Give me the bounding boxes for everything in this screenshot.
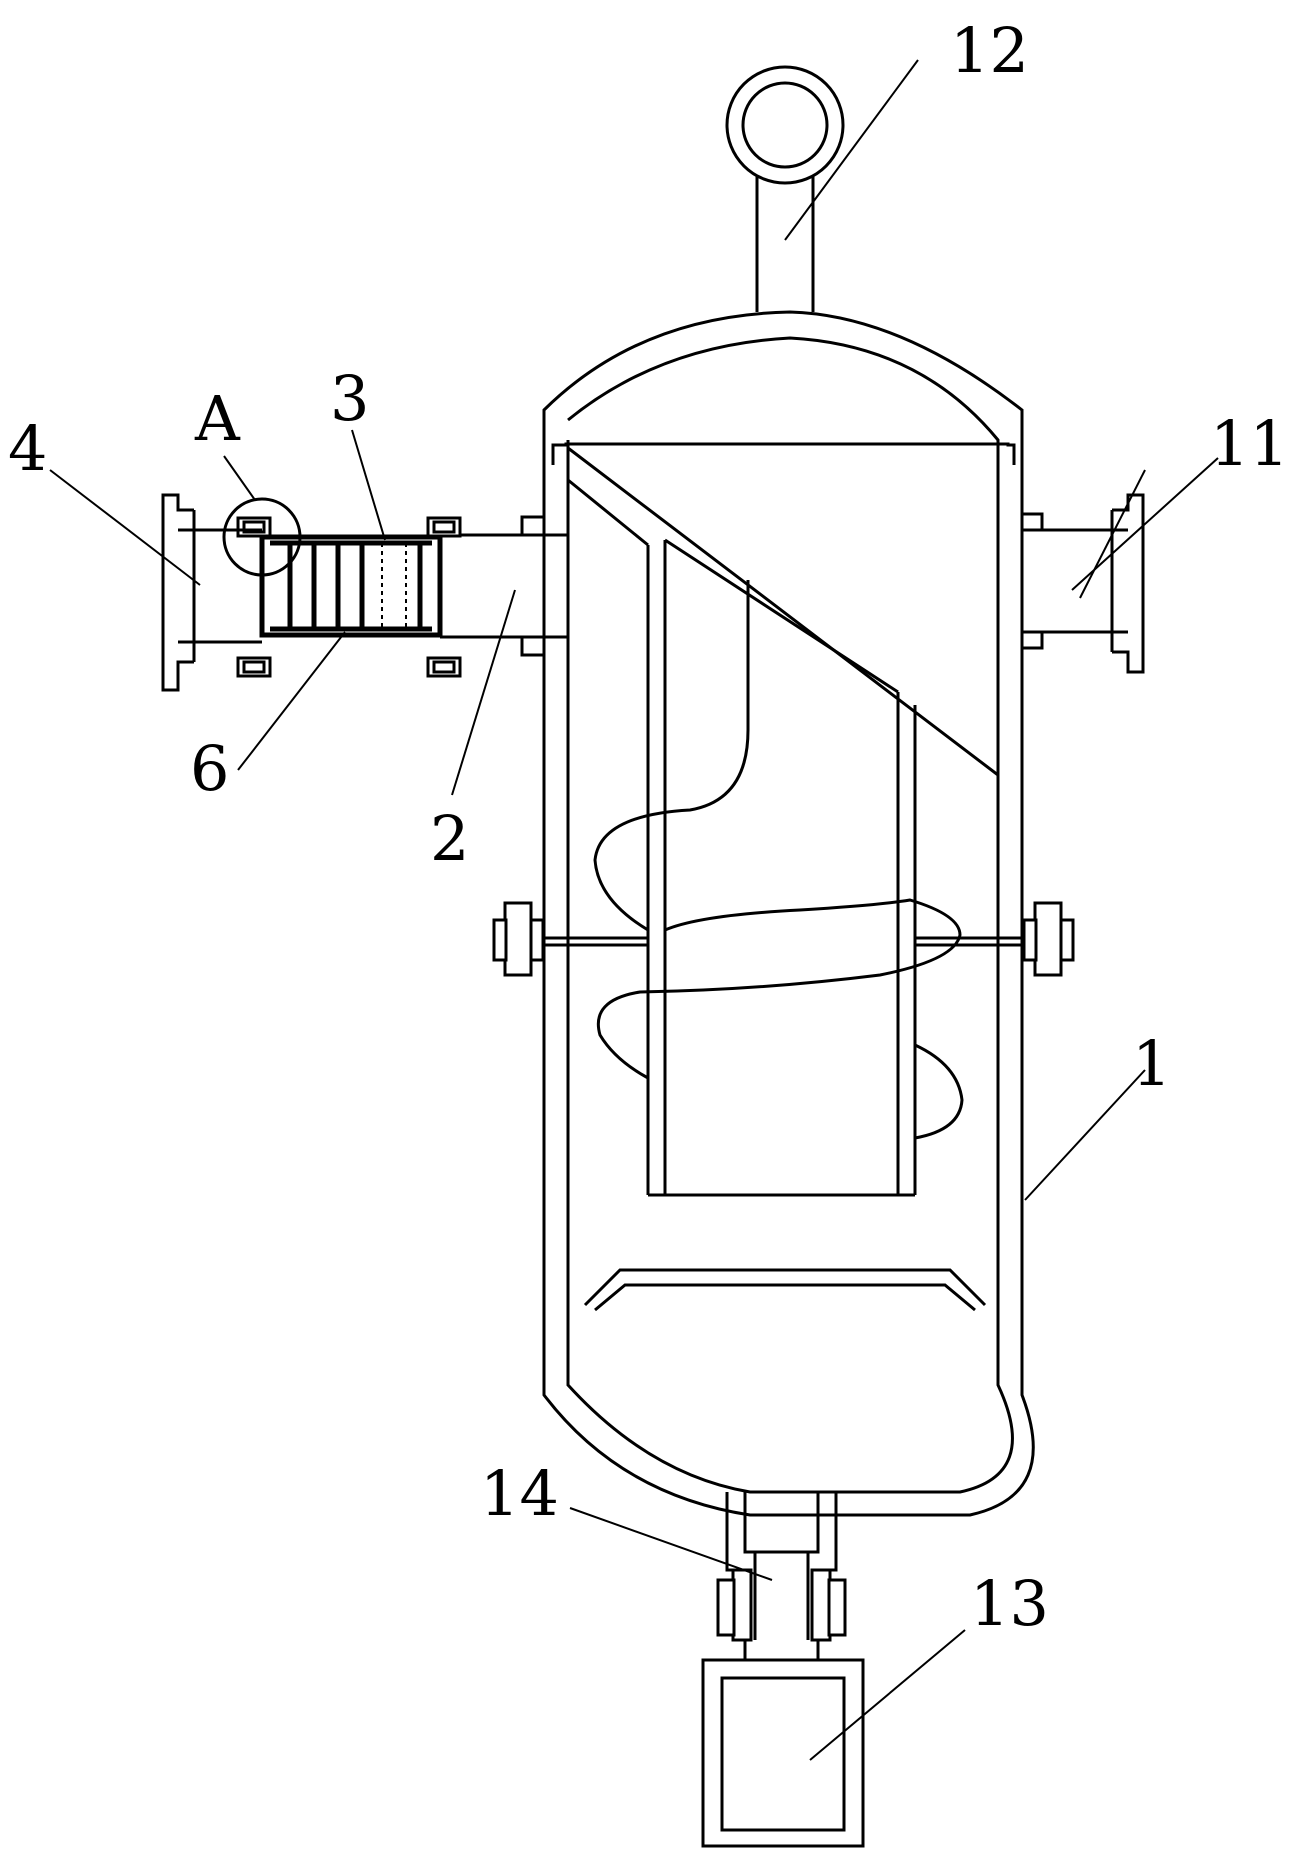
drain-pipe [753,1552,810,1640]
vessel-lid [551,442,1016,465]
inlet-pipe [440,515,570,657]
vessel-outer-shell [542,310,1035,1517]
inner-guide-cylinder [567,446,1000,1197]
outlet-pipe [1020,493,1145,674]
detail-circle-a [222,497,302,577]
drain-neck-outer [725,1492,838,1572]
lifting-ring-stem [755,175,815,312]
leader-1 [1079,469,1146,599]
drain-coupling-right [810,1568,832,1642]
spiral-coil-path [593,580,964,1140]
inlet-pipe-walls [440,533,570,639]
left-guide-wall [646,540,667,1195]
inlet-connector [161,493,262,692]
label-13: 13 [970,1567,1049,1640]
leader-lines [49,59,1219,1761]
leader-12 [784,59,919,241]
bottom-baffle [583,1268,987,1312]
outlet-stud-top [1020,512,1044,532]
leader-14 [569,1507,773,1581]
drain-bolt-left [716,1578,736,1637]
leader-3 [351,429,386,541]
label-a: A [194,382,241,455]
leader-1b [1024,1069,1146,1201]
part-labels: 1 2 3 4 6 11 12 13 14 A [8,14,1289,1640]
side-tie-rods [492,901,1075,977]
inlet-stud-bottom [520,635,546,657]
inlet-stud-top [520,515,546,537]
lifting-ring-inner [741,81,829,169]
drain-bolt-right [827,1578,847,1637]
drain-coupling-left [731,1568,753,1642]
lifting-ring-outer [725,65,845,185]
label-14: 14 [480,1457,559,1530]
label-6: 6 [190,732,229,805]
right-tie-rod [915,936,1035,947]
outlet-flange [1110,493,1145,674]
inlet-flange [161,493,196,692]
outlet-stud-bottom [1020,630,1044,650]
drain-nozzle [743,1492,820,1554]
vessel-body [542,310,1035,1517]
filter-cartridge [236,516,462,678]
label-11: 11 [1210,407,1289,480]
filter-clamps [236,516,462,678]
bottom-baffle-plate [583,1268,987,1312]
inlet-connector-walls [194,528,262,644]
lifting-ring-assembly [725,65,845,312]
leader-2 [451,589,516,796]
vessel-inner-shell [566,336,1014,1494]
right-guide-wall [896,692,917,1195]
label-2: 2 [430,802,469,875]
filter-housing [259,534,443,638]
guide-inner-diagonal [664,538,899,694]
label-1: 1 [1132,1027,1171,1100]
leader-13 [809,1629,966,1761]
collection-box-inner [720,1676,846,1832]
left-bolt [492,901,545,977]
inlet-flange-inner [178,528,194,644]
leader-11 [1071,457,1219,591]
spiral-coil [593,580,964,1140]
drain-collar [743,1640,820,1662]
label-3: 3 [330,362,369,435]
collection-box-outer [701,1658,865,1848]
label-12: 12 [950,14,1029,87]
leader-6 [237,631,346,771]
label-4: 4 [8,412,47,485]
drain-assembly [701,1492,865,1848]
diagonal-deflector-plate [567,446,1000,777]
leader-a [223,455,256,501]
right-bolt [1022,901,1075,977]
left-tie-rod [530,936,648,947]
leader-4 [49,469,201,586]
outlet-pipe-walls [1022,528,1112,634]
